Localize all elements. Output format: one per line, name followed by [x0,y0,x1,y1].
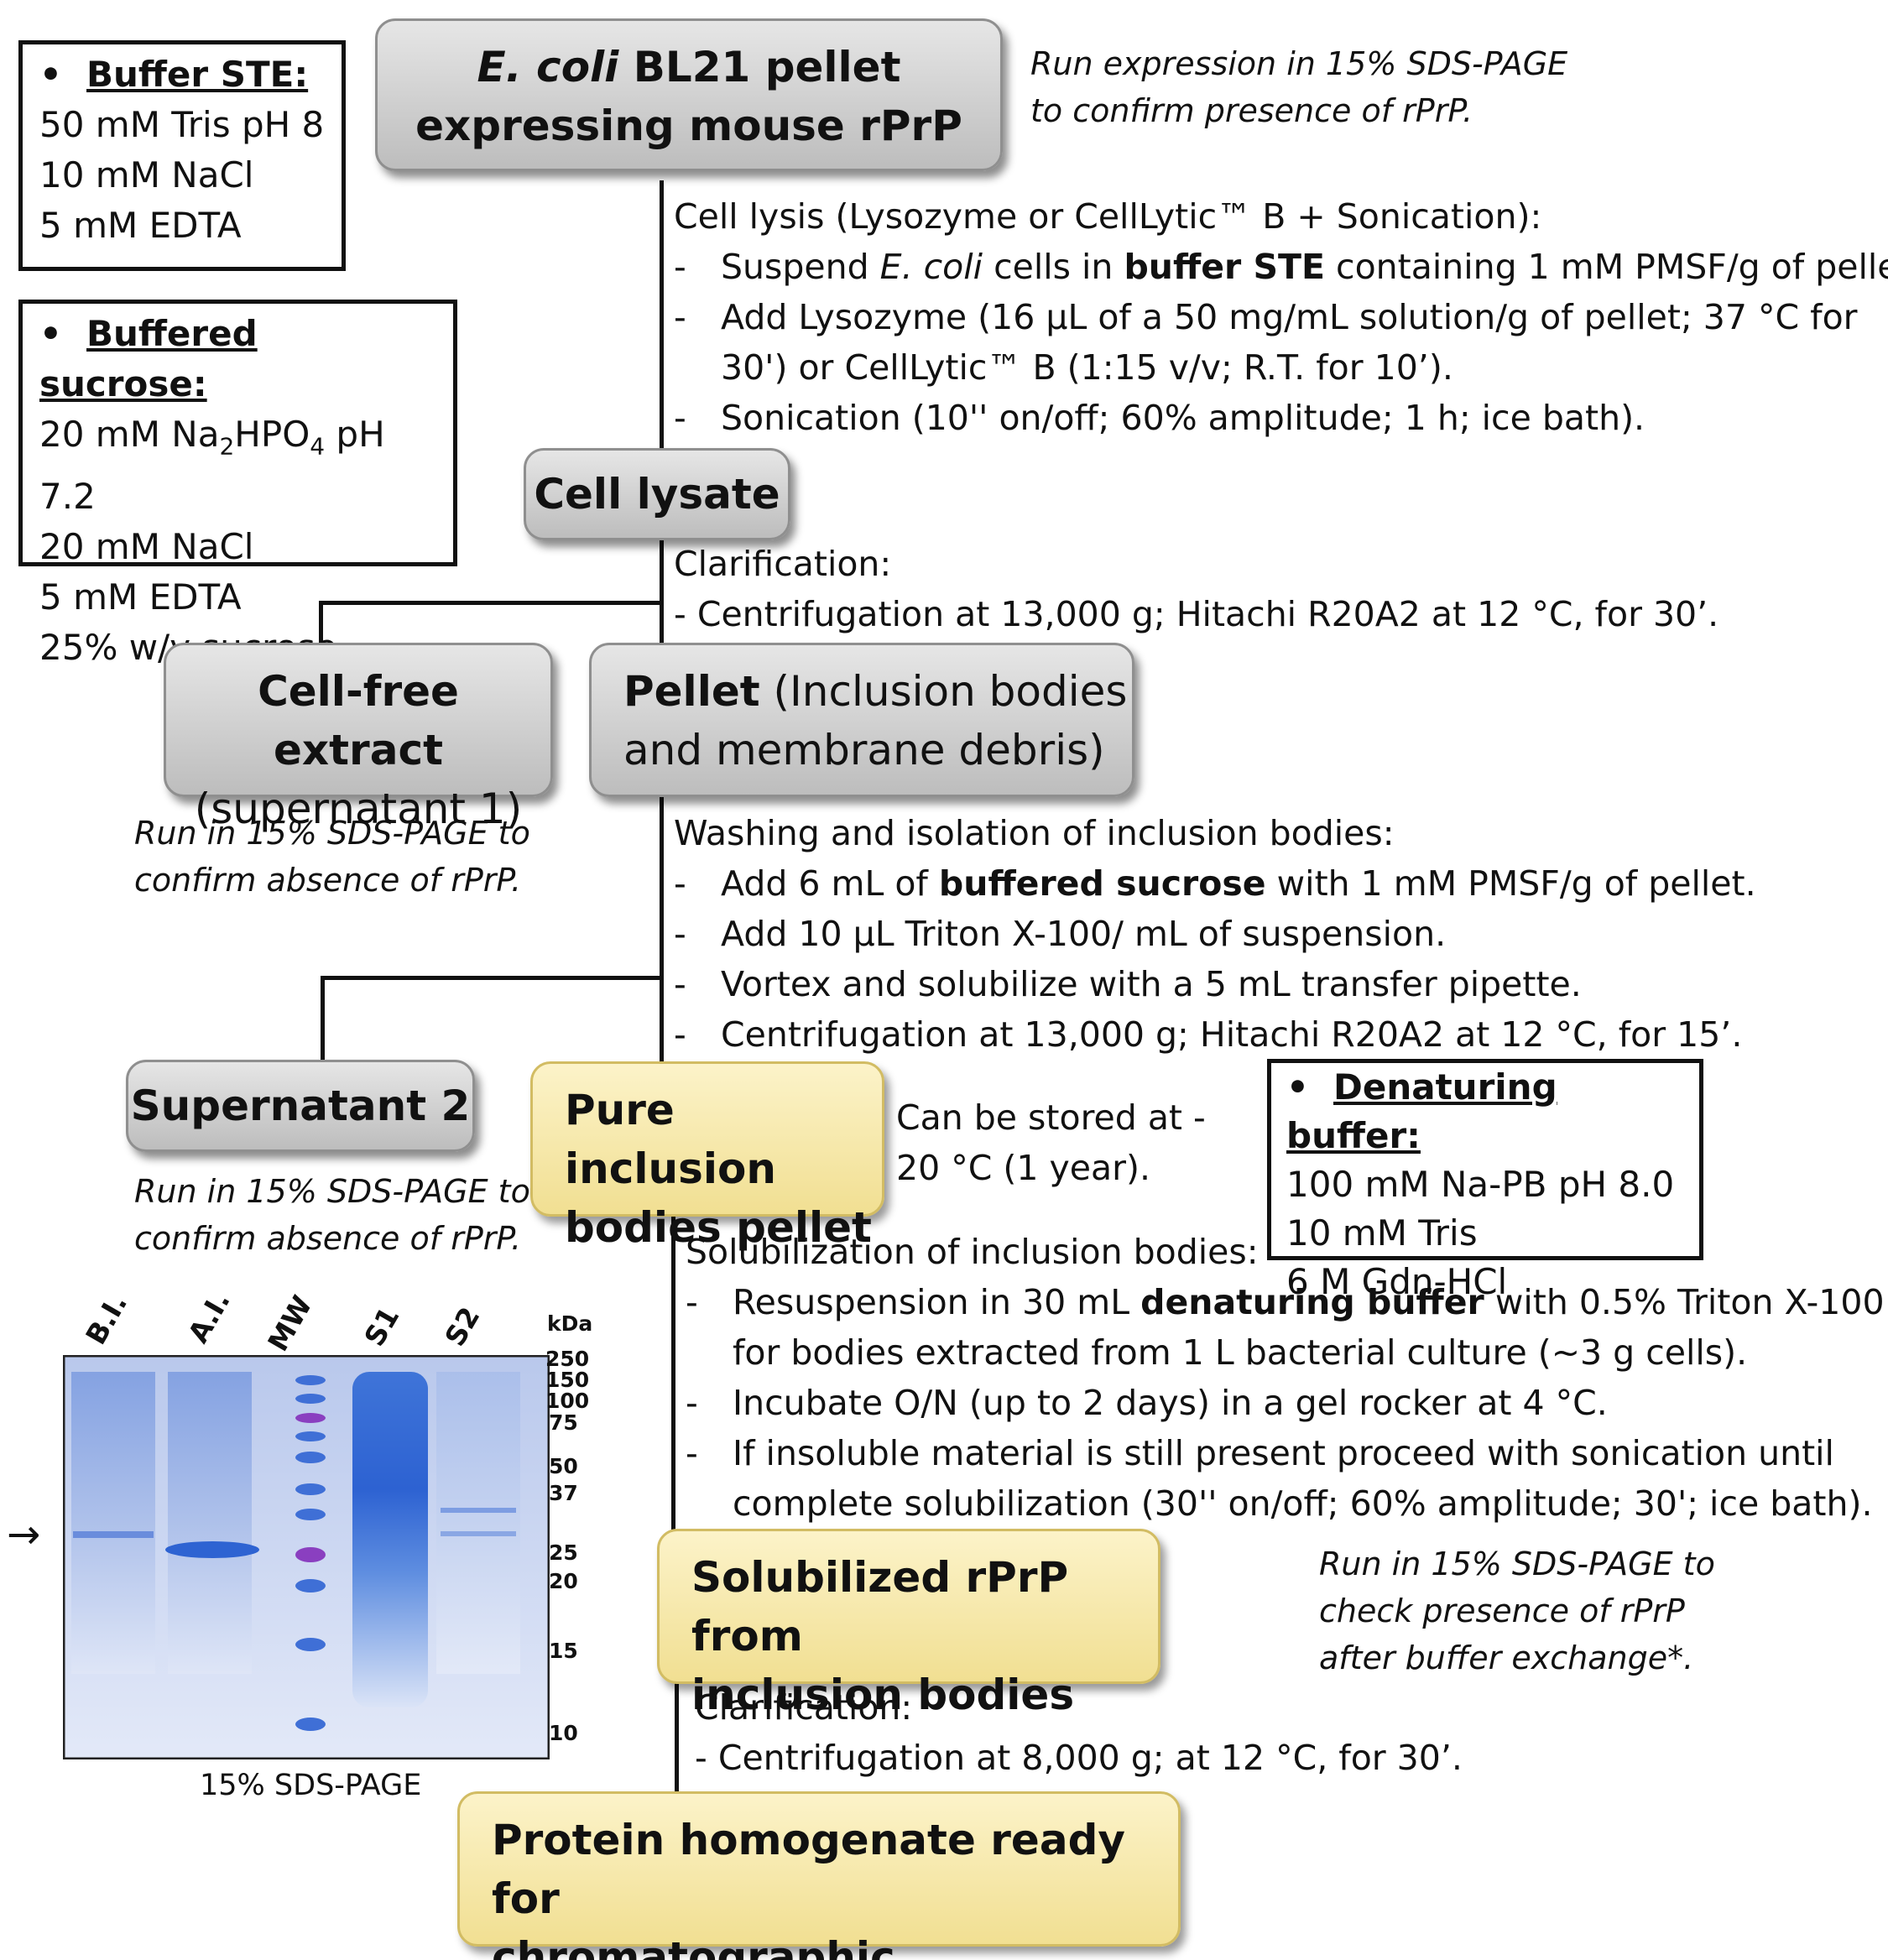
buffer-ste-box: •Buffer STE: 50 mM Tris pH 8 10 mM NaCl … [18,40,346,271]
connector-branch-2 [321,976,664,980]
connector-main-5 [675,1674,679,1791]
expression-note: Run expression in 15% SDS-PAGE to confir… [1030,45,1568,129]
marker-label: 250 [545,1347,590,1371]
buffered-sucrose-box: •Buffered sucrose: 20 mM Na2HPO4 pH 7.2 … [18,300,457,668]
cell-lysis-step: Cell lysis (Lysozyme or CellLytic™ B + S… [674,191,1888,443]
connector-branch-2-down [321,976,325,1064]
solubilized-rprp-box: Solubilized rPrP from inclusion bodies [657,1529,1160,1719]
lane-label: MW [261,1290,319,1357]
lane-label: S2 [438,1301,487,1352]
connector-branch-1-down [319,601,323,647]
connector-main-3 [660,797,664,1064]
buffered-sucrose-line: 20 mM NaCl [39,526,254,568]
lane-label: S1 [357,1301,406,1352]
supernatant-2-box: Supernatant 2 [126,1060,475,1152]
bullet-icon: • [39,54,62,95]
buffer-ste-title: Buffer STE: [86,54,309,95]
buffer-ste-line: 10 mM NaCl [39,154,254,195]
clarification-1-step: Clarification: - Centrifugation at 13,00… [674,544,1719,634]
absence-note-2: Run in 15% SDS-PAGE to confirm absence o… [134,1173,530,1257]
marker-label: 25 [549,1540,578,1565]
lane-label: A.I. [181,1285,237,1348]
marker-label: 20 [549,1569,578,1593]
marker-label: 50 [549,1454,578,1478]
connector-main-4 [671,1204,675,1535]
connector-branch-1 [319,601,664,605]
clarification-2-step: Clarification: - Centrifugation at 8,000… [695,1687,1463,1778]
ecoli-pellet-box: E. coli BL21 pellet expressing mouse rPr… [375,18,1003,171]
washing-step: Washing and isolation of inclusion bodie… [674,813,1756,1055]
kda-title: kDa [547,1311,593,1336]
protein-homogenate-box: Protein homogenate ready for chromatogra… [457,1791,1181,1960]
marker-label: 75 [549,1410,578,1435]
absence-note-1: Run in 15% SDS-PAGE to confirm absence o… [134,815,530,899]
check-note: Run in 15% SDS-PAGE to check presence of… [1319,1546,1715,1676]
gel-image [63,1355,550,1759]
connector-main-1 [660,180,664,459]
pellet-box: Pellet (Inclusion bodies and membrane de… [589,643,1134,797]
marker-label: 37 [549,1481,578,1505]
gel-caption: 15% SDS-PAGE [200,1769,422,1802]
lane-label: B.I. [79,1288,134,1350]
marker-label: 15 [549,1639,578,1663]
buffer-ste-line: 5 mM EDTA [39,205,242,246]
solubilization-step: Solubilization of inclusion bodies: -Res… [686,1232,1888,1524]
marker-label: 10 [549,1721,578,1745]
buffered-sucrose-line: 5 mM EDTA [39,576,242,618]
bullet-icon: • [39,313,62,354]
cell-lysate-box: Cell lysate [524,448,790,540]
cell-lysis-title: Cell lysis (Lysozyme or CellLytic™ B + S… [674,196,1542,237]
buffered-sucrose-title: Buffered sucrose: [39,313,258,404]
cell-free-extract-box: Cell-free extract (supernatant 1) [164,643,553,833]
connector-main-2 [660,533,664,646]
marker-label: 100 [545,1389,590,1413]
marker-label: 150 [545,1368,590,1392]
denaturing-buffer-box: •Denaturing buffer: 100 mM Na-PB pH 8.0 … [1267,1059,1703,1302]
buffered-sucrose-line-1: 20 mM Na2HPO4 pH 7.2 [39,414,385,518]
storage-note: Can be stored at - 20 °C (1 year). [896,1097,1206,1188]
pure-inclusion-bodies-box: Pure inclusion bodies pellet [530,1061,884,1252]
buffer-ste-line: 50 mM Tris pH 8 [39,104,325,145]
band-arrow-icon: → [7,1511,41,1558]
